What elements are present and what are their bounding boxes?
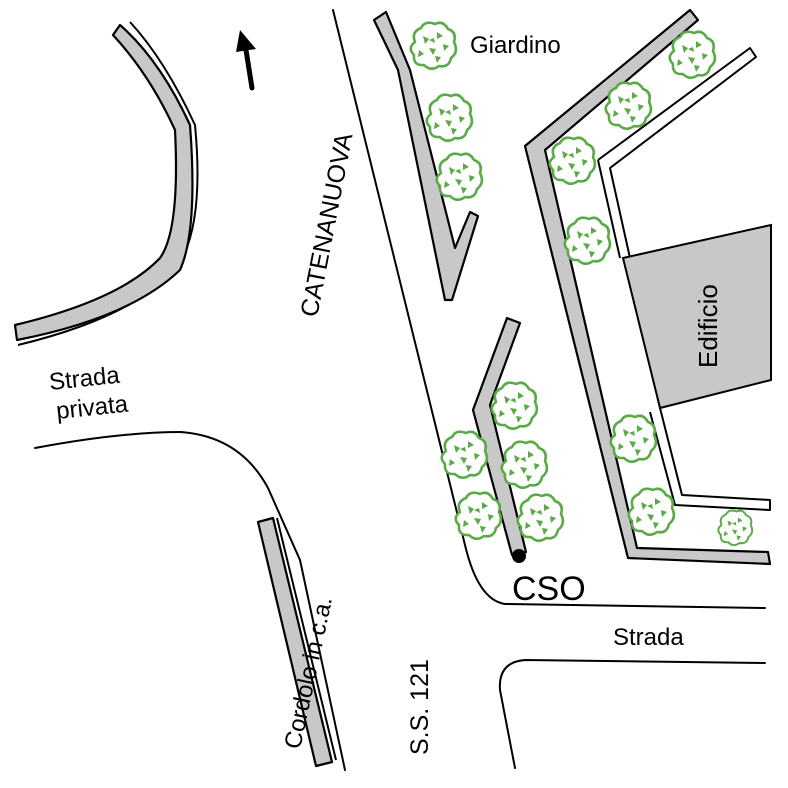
ss121-left-edge [179, 431, 346, 771]
building-wall [597, 47, 771, 511]
cordolo-curb [256, 516, 337, 768]
label-strada-privata-1: Strada [48, 362, 122, 396]
building-wall-lower-outer [649, 407, 771, 511]
cso-island-curb [471, 316, 528, 557]
strada-privata-edge [34, 431, 183, 449]
tree-icon [516, 493, 565, 543]
strada-lower-edge [498, 659, 766, 769]
ss121-right-edge [332, 9, 766, 609]
label-strada: Strada [613, 624, 684, 651]
label-catenanuova: CATENANUOVA [295, 130, 358, 319]
tree-icon [548, 136, 597, 186]
label-giardino: Giardino [470, 32, 561, 59]
tree-icon [717, 509, 754, 547]
cordolo-outer-line [276, 517, 337, 761]
label-edificio: Edificio [693, 284, 723, 368]
tree-icon [454, 491, 503, 541]
tree-icon [500, 440, 549, 490]
label-strada-privata-2: privata [55, 391, 130, 425]
arrow-up-icon [236, 30, 256, 91]
road-edges [34, 9, 766, 771]
tree-icon [563, 216, 612, 266]
cordolo-body [256, 516, 334, 768]
sidewalk-curb [523, 8, 772, 566]
curved-curb-body [13, 23, 194, 342]
label-ss121: S.S. 121 [406, 659, 434, 755]
tree-icon [490, 381, 539, 431]
dot-icon [512, 549, 526, 563]
tree-icon [604, 81, 653, 131]
curved-curb [13, 21, 199, 346]
label-cso: CSO [512, 570, 586, 608]
tree-icon [435, 152, 484, 202]
tree-icon [627, 487, 676, 537]
tree-icon [425, 93, 474, 143]
tree-icon [609, 414, 658, 464]
tree-icon [409, 21, 458, 71]
building-wall-outer [597, 47, 757, 259]
edificio-building [621, 223, 772, 410]
tree-icon [440, 430, 489, 480]
building-wall-inner [597, 159, 621, 259]
giardino-island-curb [372, 10, 480, 302]
tree-icon [668, 30, 717, 80]
